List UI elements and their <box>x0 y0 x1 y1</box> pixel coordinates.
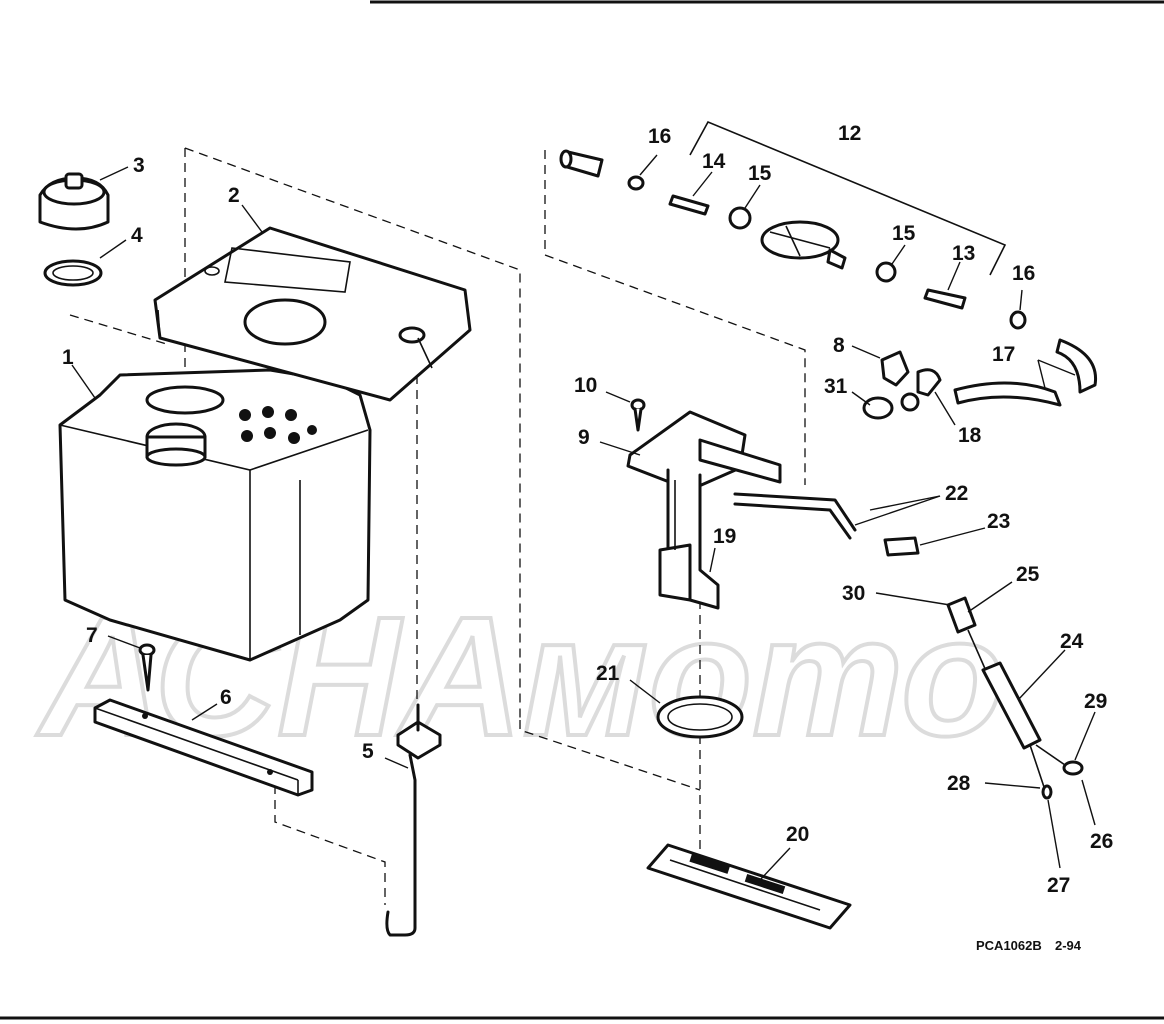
callout-19: 19 <box>713 525 736 548</box>
callout-16a: 16 <box>648 125 671 148</box>
callout-31: 31 <box>824 375 848 398</box>
hose-clamps <box>862 350 942 420</box>
fuel-gauge-rod <box>385 703 442 937</box>
callout-7: 7 <box>86 624 98 647</box>
hold-down-bracket <box>93 698 314 797</box>
sender-wires <box>733 492 857 540</box>
callout-26: 26 <box>1090 830 1113 853</box>
wire-connector <box>883 536 920 557</box>
fuel-pickup <box>626 410 782 610</box>
callout-30: 30 <box>842 582 865 605</box>
callout-10: 10 <box>574 374 597 397</box>
callout-22: 22 <box>945 482 968 505</box>
callout-15a: 15 <box>748 162 772 185</box>
pickup-gasket <box>656 695 744 739</box>
callout-9: 9 <box>578 426 590 449</box>
callout-25: 25 <box>1016 563 1040 586</box>
callout-18: 18 <box>958 424 982 447</box>
callout-17: 17 <box>992 343 1015 366</box>
primer-assembly <box>559 120 1027 330</box>
drawing-date: 2-94 <box>1055 938 1082 953</box>
callout-6: 6 <box>220 686 232 709</box>
callout-1: 1 <box>62 346 74 369</box>
callout-15b: 15 <box>892 222 916 245</box>
callout-29: 29 <box>1084 690 1107 713</box>
tank-cover <box>153 226 472 402</box>
sender-harness <box>946 596 1084 800</box>
callout-20: 20 <box>786 823 809 846</box>
callout-3: 3 <box>133 154 145 177</box>
fuel-cap <box>38 172 110 231</box>
callout-8: 8 <box>833 334 845 357</box>
cap-o-ring <box>43 259 103 287</box>
callout-numbers: 1 2 3 4 5 6 7 8 9 10 12 13 14 15 15 16 1… <box>62 122 1113 897</box>
callout-13: 13 <box>952 242 975 265</box>
callout-23: 23 <box>987 510 1010 533</box>
callout-14: 14 <box>702 150 726 173</box>
fuel-tank <box>58 368 372 662</box>
pickup-screw <box>630 398 646 432</box>
callout-28: 28 <box>947 772 971 795</box>
callout-24: 24 <box>1060 630 1084 653</box>
bracket-screw <box>138 643 156 692</box>
drawing-code: PCA1062B <box>976 938 1042 953</box>
callout-2: 2 <box>228 184 240 207</box>
callout-4: 4 <box>131 224 143 247</box>
fuel-hose <box>953 381 1062 407</box>
fuel-decal <box>646 843 852 930</box>
leader-lines <box>71 154 1096 881</box>
callout-5: 5 <box>362 740 374 763</box>
callout-12: 12 <box>838 122 861 145</box>
callout-27: 27 <box>1047 874 1070 897</box>
callout-16b: 16 <box>1012 262 1035 285</box>
callout-21: 21 <box>596 662 620 685</box>
